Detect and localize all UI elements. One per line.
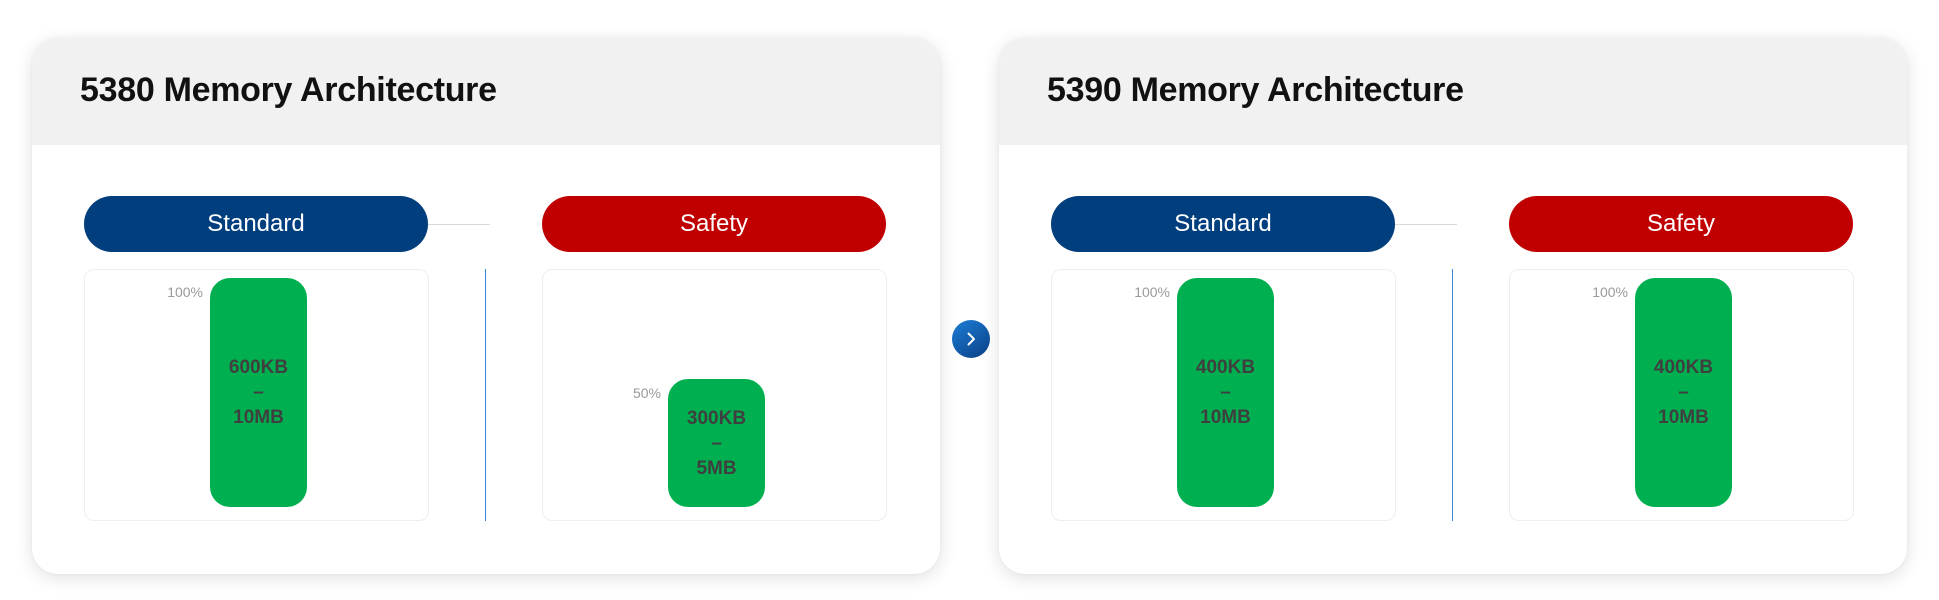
safety-memory-panel: 400KB – 10MB 100% (1509, 269, 1854, 521)
memory-card-5390: 5390 Memory Architecture Standard Safety… (999, 38, 1907, 574)
chevron-right-icon (967, 332, 975, 346)
card-header: 5380 Memory Architecture (32, 38, 940, 145)
standard-pill: Standard (84, 196, 428, 252)
safety-memory-bar: 400KB – 10MB (1635, 278, 1732, 507)
safety-memory-panel: 300KB – 5MB 50% (542, 269, 887, 521)
standard-memory-panel: 600KB – 10MB 100% (84, 269, 429, 521)
safety-pill: Safety (542, 196, 886, 252)
standard-memory-bar: 400KB – 10MB (1177, 278, 1274, 507)
memory-size-min: 600KB (228, 357, 289, 378)
memory-size-separator: – (1678, 382, 1689, 403)
percent-label: 100% (167, 284, 203, 300)
percent-label: 100% (1134, 284, 1170, 300)
percent-label: 100% (1592, 284, 1628, 300)
card-title: 5390 Memory Architecture (1047, 71, 1464, 109)
memory-size-min: 400KB (1195, 357, 1256, 378)
pill-connector-line (1343, 224, 1457, 225)
standard-memory-bar: 600KB – 10MB (210, 278, 307, 507)
card-title: 5380 Memory Architecture (80, 71, 497, 109)
memory-size-max: 10MB (1200, 407, 1251, 428)
memory-size-separator: – (1220, 382, 1231, 403)
pill-connector-line (376, 224, 490, 225)
safety-pill: Safety (1509, 196, 1853, 252)
safety-memory-bar: 300KB – 5MB (668, 379, 765, 507)
memory-size-max: 5MB (696, 457, 737, 479)
card-header: 5390 Memory Architecture (999, 38, 1907, 145)
memory-size-max: 10MB (233, 407, 284, 428)
memory-size-separator: – (253, 382, 264, 403)
memory-size-max: 10MB (1658, 407, 1709, 428)
memory-size-separator: – (711, 432, 722, 454)
memory-card-5380: 5380 Memory Architecture Standard Safety… (32, 38, 940, 574)
memory-size-min: 300KB (686, 407, 747, 429)
standard-pill: Standard (1051, 196, 1395, 252)
standard-memory-panel: 400KB – 10MB 100% (1051, 269, 1396, 521)
memory-size-min: 400KB (1653, 357, 1714, 378)
percent-label: 50% (632, 385, 661, 401)
panel-divider (1452, 269, 1453, 521)
next-button[interactable] (952, 320, 990, 358)
panel-divider (485, 269, 486, 521)
